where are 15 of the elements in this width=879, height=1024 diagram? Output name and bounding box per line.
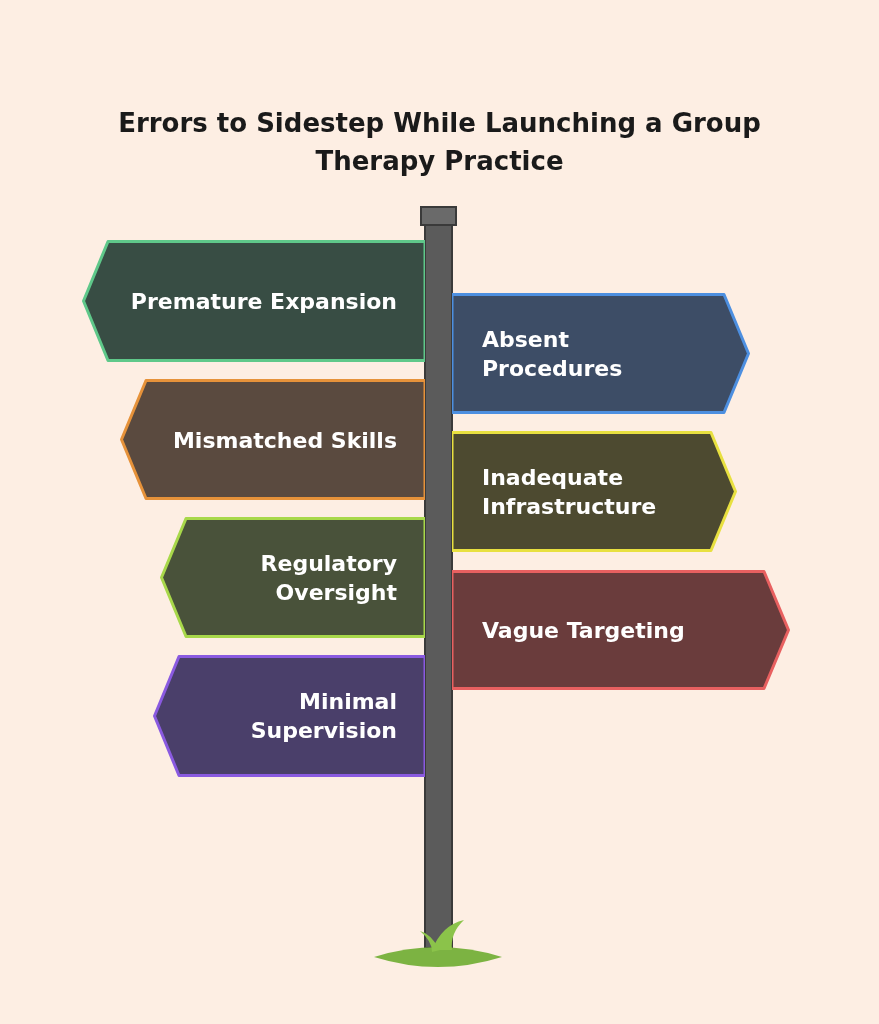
title: Errors to Sidestep While Launching a Group Therapy Practice	[117, 107, 762, 178]
arrow-sign	[160, 517, 425, 638]
arrow-sign	[82, 240, 425, 362]
sign-label: Inadequate Infrastructure	[482, 463, 658, 521]
arrow-sign	[452, 293, 750, 414]
arrow-sign	[120, 379, 425, 500]
sign-label: Regulatory Oversight	[259, 549, 397, 607]
sign-label: Premature Expansion	[129, 287, 397, 316]
sign-label: Mismatched Skills	[171, 426, 397, 454]
arrow-sign	[452, 431, 737, 552]
arrow-sign	[153, 655, 425, 777]
sign-label: Absent Procedures	[482, 325, 624, 383]
sign-label: Vague Targeting	[482, 616, 686, 645]
sign-label: Minimal Supervision	[249, 688, 397, 745]
arrow-sign	[452, 570, 790, 690]
